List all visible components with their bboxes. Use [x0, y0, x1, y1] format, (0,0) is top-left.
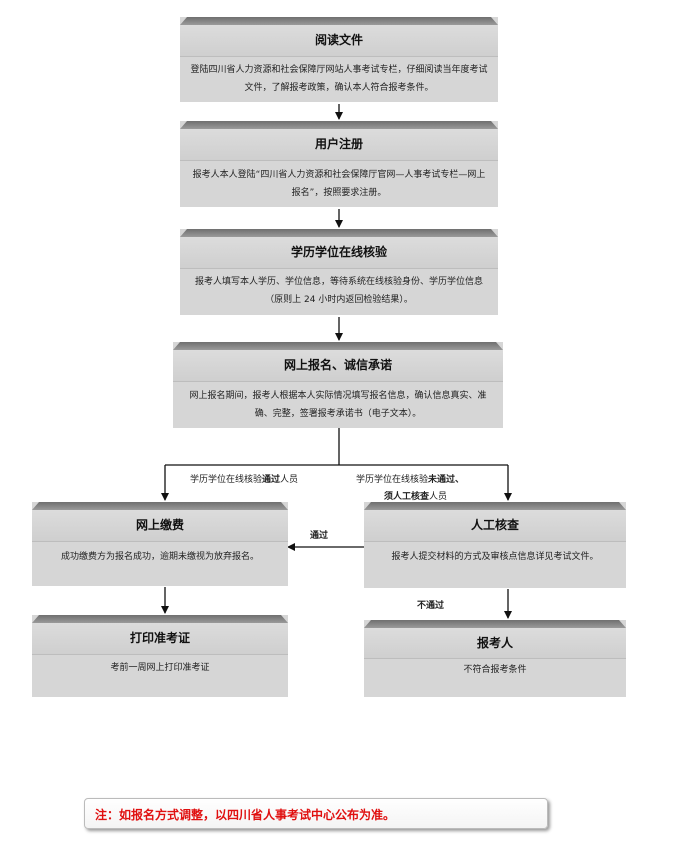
step-apply-desc: 网上报名期间，报考人根据本人实际情况填写报名信息，确认信息真实、准确、完整，签署… — [189, 391, 487, 419]
step-register-title: 用户注册 — [180, 129, 498, 161]
step-register-desc: 报考人本人登陆“四川省人力资源和社会保障厅官网—人事考试专栏—网上报名”，按照要… — [192, 170, 486, 198]
step-verify-cap — [180, 229, 498, 237]
step-print-box: 打印准考证 考前一周网上打印准考证 — [32, 615, 288, 697]
step-apply-cap — [173, 342, 503, 350]
step-print-desc: 考前一周网上打印准考证 — [110, 663, 210, 673]
step-pay-desc: 成功缴费方为报名成功，逾期未缴视为放弃报名。 — [60, 552, 259, 562]
step-read-desc: 登陆四川省人力资源和社会保障厅网站人事考试专栏，仔细阅读当年度考试文件，了解报考… — [190, 65, 488, 93]
step-print-title: 打印准考证 — [32, 623, 288, 655]
label-pass: 通过 — [310, 531, 329, 541]
step-pay-box: 网上缴费 成功缴费方为报名成功，逾期未缴视为放弃报名。 — [32, 502, 288, 586]
step-print-cap — [32, 615, 288, 623]
step-pay-cap — [32, 502, 288, 510]
step-read-title: 阅读文件 — [180, 25, 498, 57]
step-apply-box: 网上报名、诚信承诺 网上报名期间，报考人根据本人实际情况填写报名信息，确认信息真… — [173, 342, 503, 428]
step-fail-cap — [364, 620, 626, 628]
step-verify-title: 学历学位在线核验 — [180, 237, 498, 269]
branch-label-notpassed-line1: 学历学位在线核验未通过、 — [356, 475, 465, 485]
step-apply-title: 网上报名、诚信承诺 — [173, 350, 503, 382]
step-fail-desc: 不符合报考条件 — [463, 665, 527, 675]
label-not-pass: 不通过 — [417, 601, 445, 611]
note-box: 注：如报名方式调整，以四川省人事考试中心公布为准。 — [84, 798, 548, 829]
step-fail-title: 报考人 — [364, 628, 626, 659]
step-read-cap — [180, 17, 498, 25]
step-manual-box: 人工核查 报考人提交材料的方式及审核点信息详见考试文件。 — [364, 502, 626, 588]
step-manual-cap — [364, 502, 626, 510]
branch-label-passed: 学历学位在线核验通过人员 — [190, 475, 299, 485]
branch-split-line — [165, 428, 508, 466]
step-register-cap — [180, 121, 498, 129]
step-manual-title: 人工核查 — [364, 510, 626, 542]
step-verify-box: 学历学位在线核验 报考人填写本人学历、学位信息，等待系统在线核验身份、学历学位信… — [180, 229, 498, 315]
step-fail-box: 报考人 不符合报考条件 — [364, 620, 626, 697]
step-manual-desc: 报考人提交材料的方式及审核点信息详见考试文件。 — [391, 552, 599, 562]
step-verify-desc: 报考人填写本人学历、学位信息，等待系统在线核验身份、学历学位信息（原则上 24 … — [194, 277, 483, 305]
step-pay-title: 网上缴费 — [32, 510, 288, 542]
branch-label-notpassed-line2: 须人工核查人员 — [384, 492, 448, 502]
step-read-box: 阅读文件 登陆四川省人力资源和社会保障厅网站人事考试专栏，仔细阅读当年度考试文件… — [180, 17, 498, 102]
step-register-box: 用户注册 报考人本人登陆“四川省人力资源和社会保障厅官网—人事考试专栏—网上报名… — [180, 121, 498, 207]
note-text: 注：如报名方式调整，以四川省人事考试中心公布为准。 — [95, 808, 396, 822]
